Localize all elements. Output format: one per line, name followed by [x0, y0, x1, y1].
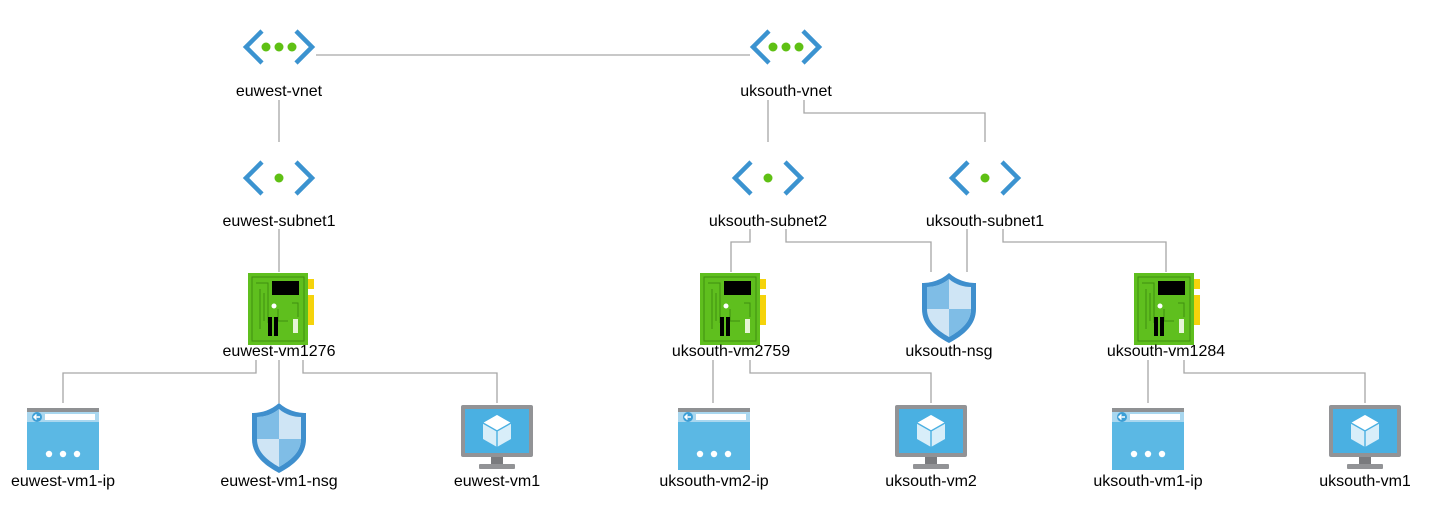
- network-interface-icon: [1133, 272, 1201, 346]
- node-uksouth-subnet2[interactable]: uksouth-subnet2: [709, 162, 827, 230]
- node-label: euwest-vnet: [236, 83, 323, 100]
- node-label: uksouth-vm1: [1319, 473, 1411, 490]
- virtual-machine-icon: [460, 404, 534, 470]
- edge-vm1276-vm1: [302, 360, 498, 403]
- node-label: uksouth-vm2: [885, 473, 977, 490]
- node-label: euwest-vm1-nsg: [220, 473, 337, 490]
- node-uksouth-vm2759[interactable]: uksouth-vm2759: [672, 272, 790, 360]
- edge-uksouth-vnet-subnet1: [803, 100, 986, 142]
- node-label: uksouth-vm2-ip: [659, 473, 768, 490]
- network-security-group-icon: [252, 403, 306, 473]
- node-label: uksouth-subnet1: [926, 213, 1044, 230]
- node-label: uksouth-subnet2: [709, 213, 827, 230]
- edge-subnet2-vm2759: [730, 229, 751, 272]
- node-uksouth-vm1-ip[interactable]: uksouth-vm1-ip: [1093, 407, 1203, 490]
- node-euwest-vnet[interactable]: euwest-vnet: [236, 31, 323, 100]
- node-euwest-vm1276[interactable]: euwest-vm1276: [223, 272, 336, 360]
- connector-lines: [62, 54, 1366, 403]
- virtual-machine-icon: [1328, 404, 1402, 470]
- node-label: uksouth-nsg: [905, 343, 992, 360]
- subnet-icon: [246, 162, 312, 194]
- node-uksouth-subnet1[interactable]: uksouth-subnet1: [926, 162, 1044, 230]
- network-interface-icon: [247, 272, 315, 346]
- network-security-group-icon: [922, 273, 976, 343]
- node-euwest-vm1-ip[interactable]: euwest-vm1-ip: [11, 407, 115, 490]
- public-ip-icon: [1111, 407, 1185, 471]
- node-label: uksouth-vm1284: [1107, 343, 1225, 360]
- network-interface-icon: [699, 272, 767, 346]
- node-uksouth-vm2[interactable]: uksouth-vm2: [885, 404, 977, 490]
- node-uksouth-nsg[interactable]: uksouth-nsg: [905, 273, 993, 360]
- virtual-network-icon: [246, 31, 312, 63]
- node-uksouth-vm2-ip[interactable]: uksouth-vm2-ip: [659, 407, 769, 490]
- node-uksouth-vm1[interactable]: uksouth-vm1: [1319, 404, 1411, 490]
- node-label: euwest-vm1276: [223, 343, 336, 360]
- subnet-icon: [952, 162, 1018, 194]
- node-euwest-subnet1[interactable]: euwest-subnet1: [223, 162, 336, 230]
- virtual-machine-icon: [894, 404, 968, 470]
- node-label: euwest-vm1-ip: [11, 473, 115, 490]
- node-uksouth-vm1284[interactable]: uksouth-vm1284: [1107, 272, 1225, 360]
- node-label: euwest-subnet1: [223, 213, 336, 230]
- edge-vm1276-vm1-ip: [62, 360, 257, 403]
- node-euwest-vm1[interactable]: euwest-vm1: [454, 404, 540, 490]
- node-uksouth-vnet[interactable]: uksouth-vnet: [740, 31, 832, 100]
- edge-subnet2-nsg: [785, 229, 932, 272]
- node-label: uksouth-vm2759: [672, 343, 790, 360]
- node-euwest-vm1-nsg[interactable]: euwest-vm1-nsg: [220, 403, 338, 490]
- subnet-icon: [735, 162, 801, 194]
- edge-vm2759-vm2: [749, 360, 932, 403]
- public-ip-icon: [677, 407, 751, 471]
- node-label: uksouth-vnet: [740, 83, 832, 100]
- public-ip-icon: [26, 407, 100, 471]
- node-label: euwest-vm1: [454, 473, 540, 490]
- edge-subnet1-vm1284: [1002, 229, 1167, 272]
- virtual-network-icon: [753, 31, 819, 63]
- edge-vm1284-vm1: [1183, 360, 1366, 403]
- node-label: uksouth-vm1-ip: [1093, 473, 1202, 490]
